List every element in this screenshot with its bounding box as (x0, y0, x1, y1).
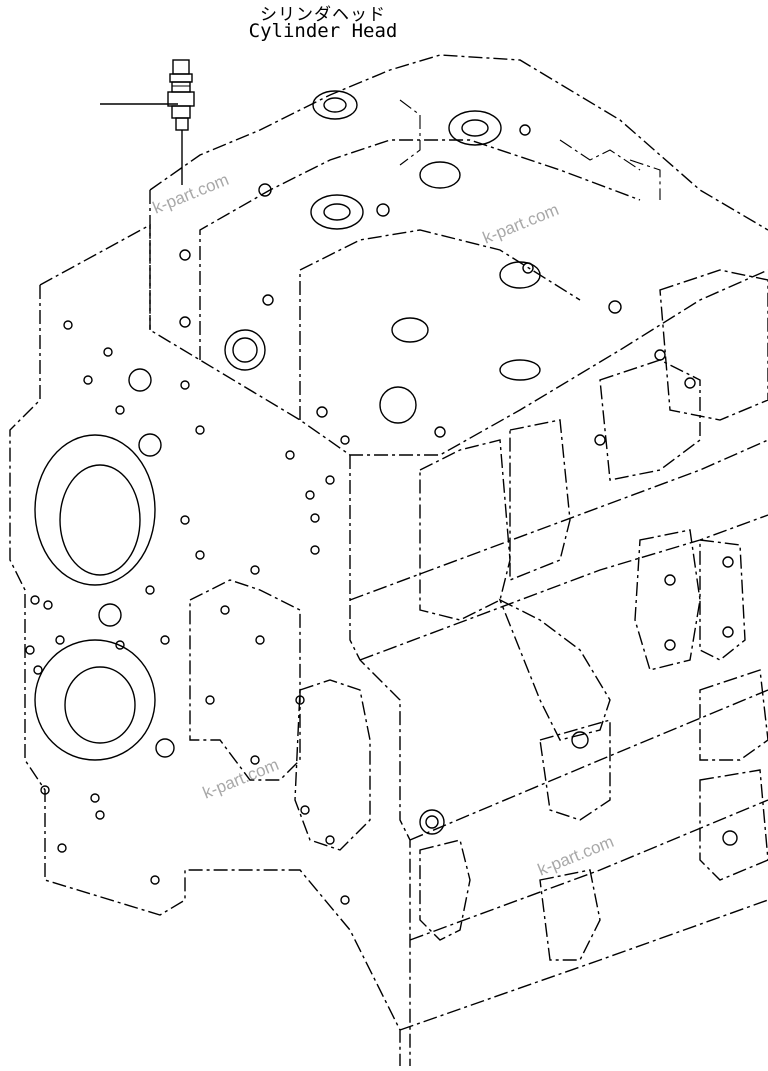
title-japanese: シリンダヘッド (260, 5, 386, 25)
title-english: Cylinder Head (248, 20, 398, 42)
bolt-hole (325, 475, 335, 485)
sensor-part[interactable] (167, 59, 195, 131)
bolt-hole (305, 490, 315, 500)
bolt-hole (325, 835, 335, 845)
bolt-hole (115, 640, 125, 650)
bolt-hole (95, 810, 105, 820)
bolt-hole (295, 695, 305, 705)
bolt-hole (195, 425, 205, 435)
bolt-hole (205, 695, 215, 705)
bolt-hole (55, 635, 65, 645)
bolt-hole (195, 550, 205, 560)
bolt-hole (180, 515, 190, 525)
bolt-hole (145, 585, 155, 595)
bolt-hole (150, 875, 160, 885)
bolt-hole (310, 545, 320, 555)
bolt-hole (250, 565, 260, 575)
bolt-hole (285, 450, 295, 460)
bolt-hole (300, 805, 310, 815)
bolt-holes (25, 320, 350, 905)
bolt-hole (90, 793, 100, 803)
bolt-hole (40, 785, 50, 795)
bolt-hole (340, 895, 350, 905)
bolt-hole (57, 843, 67, 853)
bolt-hole (33, 665, 43, 675)
bolt-hole (160, 635, 170, 645)
bolt-hole (63, 320, 73, 330)
bolt-hole (310, 513, 320, 523)
bolt-hole (250, 755, 260, 765)
cylinder-head (149, 54, 768, 456)
block-side-features (419, 269, 768, 961)
bolt-hole (115, 405, 125, 415)
bolt-hole (103, 347, 113, 357)
cylinder-block (9, 223, 768, 1066)
bolt-hole (43, 600, 53, 610)
bolt-hole (220, 605, 230, 615)
bolt-hole (25, 645, 35, 655)
bolt-hole (30, 595, 40, 605)
bolt-hole (255, 635, 265, 645)
bolt-hole (180, 380, 190, 390)
bolt-hole (340, 435, 350, 445)
bolt-hole (83, 375, 93, 385)
